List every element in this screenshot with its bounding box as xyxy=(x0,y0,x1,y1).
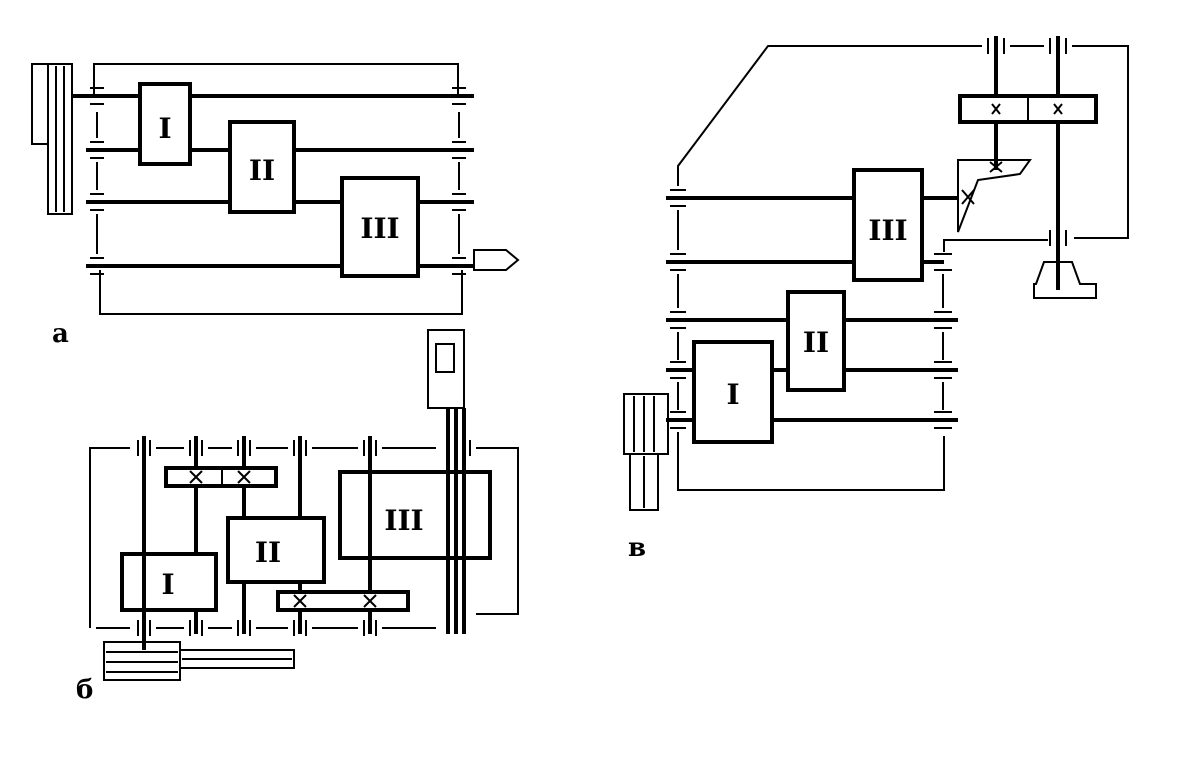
column-head-b xyxy=(427,329,465,409)
motor-v xyxy=(623,393,669,511)
bearings-v-right xyxy=(934,253,952,429)
unit-a-3-label: III xyxy=(360,212,399,245)
unit-v-2 xyxy=(786,290,846,392)
unit-a-2 xyxy=(228,120,296,214)
unit-b-2 xyxy=(226,516,326,584)
gear-bar-b-bottom xyxy=(276,590,410,612)
unit-v-1-label: I xyxy=(726,378,739,411)
motor-b xyxy=(103,641,295,681)
label-b: б xyxy=(76,675,93,705)
bearings-b-bottom xyxy=(89,620,436,636)
label-v: в xyxy=(628,533,646,563)
diagram-b: I II III б xyxy=(76,329,519,705)
bearings-v-top xyxy=(987,38,1129,246)
bearings-b-top xyxy=(89,440,519,620)
bearings-a-left xyxy=(90,87,104,275)
column-slot-b xyxy=(435,343,455,373)
unit-v-1 xyxy=(692,340,774,444)
output-tool-a xyxy=(473,249,520,271)
link-line-a-top xyxy=(93,63,459,96)
unit-v-3-label: III xyxy=(868,214,907,247)
bearings-a-right xyxy=(452,87,466,275)
unit-b-2-label: II xyxy=(255,536,281,569)
motor-a xyxy=(31,63,73,215)
unit-v-2-label: II xyxy=(803,326,829,359)
label-a: а xyxy=(52,319,69,349)
bearings-v-left xyxy=(670,189,945,491)
table-v xyxy=(1033,261,1097,299)
unit-v-3 xyxy=(852,168,924,282)
unit-b-1 xyxy=(120,552,218,612)
unit-a-3 xyxy=(340,176,420,278)
unit-a-1 xyxy=(138,82,192,166)
unit-b-3-label: III xyxy=(384,504,423,537)
link-line-a-bottom xyxy=(99,270,463,315)
diagram-v: III II I в xyxy=(623,36,1129,563)
unit-a-2-label: II xyxy=(249,154,275,187)
bevel-gear-v xyxy=(957,159,1032,233)
unit-a-1-label: I xyxy=(158,112,171,145)
unit-b-1-label: I xyxy=(161,568,174,601)
diagram-a: I II III а xyxy=(31,63,520,349)
link-line-v-top xyxy=(677,45,982,186)
